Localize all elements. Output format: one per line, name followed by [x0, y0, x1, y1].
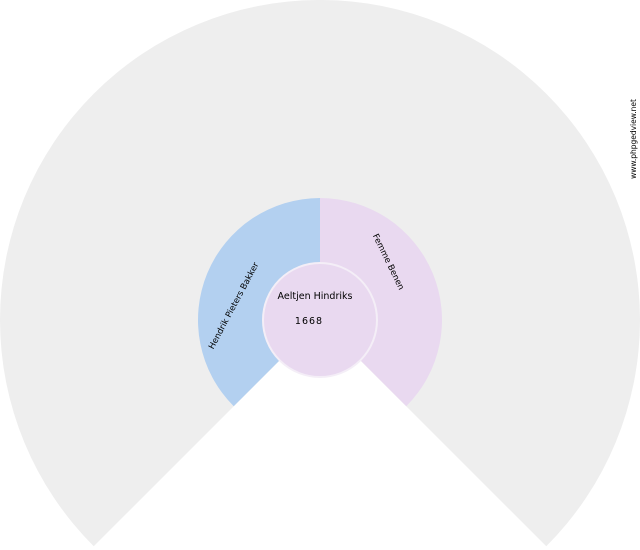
watermark-text: www.phpgedview.net: [629, 99, 638, 179]
root-person-circle[interactable]: [262, 262, 378, 378]
father-sector[interactable]: [197, 198, 320, 407]
root-person-name: Aeltjen Hindriks: [278, 291, 353, 302]
mother-sector[interactable]: [320, 198, 443, 407]
root-person-year: 1668: [295, 316, 323, 327]
